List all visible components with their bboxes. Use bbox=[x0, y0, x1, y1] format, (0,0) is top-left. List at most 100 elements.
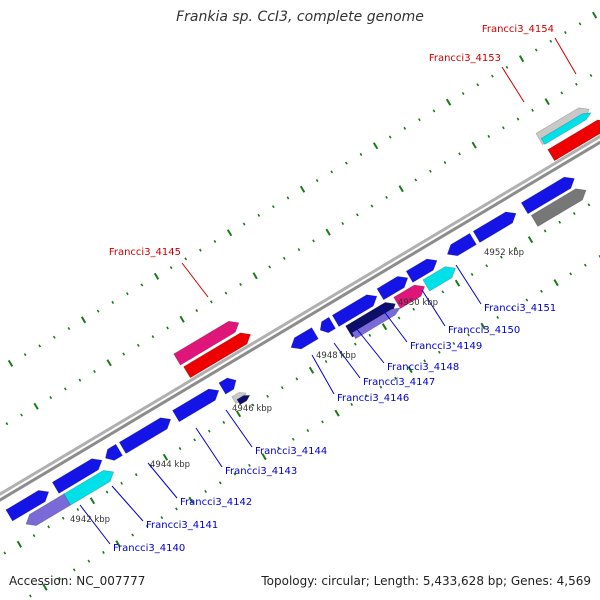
tick-mark bbox=[543, 229, 547, 233]
tick-mark bbox=[531, 108, 534, 112]
scale-label: 4948 kbp bbox=[316, 351, 356, 361]
tick-mark bbox=[61, 516, 65, 520]
tick-mark bbox=[505, 65, 509, 69]
tick-mark bbox=[72, 568, 76, 572]
tick-mark bbox=[452, 341, 456, 346]
gene-leader-line bbox=[79, 504, 111, 545]
scale-label: 4942 kbp bbox=[70, 515, 110, 525]
tick-mark bbox=[312, 239, 315, 243]
tick-mark bbox=[67, 326, 71, 331]
tick-mark bbox=[476, 83, 480, 87]
tick-mark bbox=[140, 283, 144, 287]
tick-mark bbox=[321, 420, 324, 424]
tick-mark bbox=[207, 429, 211, 433]
tick-mark bbox=[198, 248, 202, 252]
tick-mark bbox=[572, 211, 576, 216]
tick-mark bbox=[432, 109, 436, 113]
tick-mark bbox=[353, 342, 357, 346]
tick-mark bbox=[470, 272, 474, 276]
tick-mark bbox=[213, 239, 217, 244]
gene-feature bbox=[105, 443, 123, 461]
tick-mark bbox=[388, 135, 392, 139]
tick-mark bbox=[359, 152, 363, 156]
tick-mark bbox=[370, 204, 374, 208]
gene-label: Francci3_4146 bbox=[337, 393, 409, 404]
tick-mark bbox=[58, 577, 61, 581]
tick-mark bbox=[534, 48, 538, 52]
tick-mark bbox=[7, 359, 14, 367]
tick-mark bbox=[120, 481, 123, 485]
gene-feature bbox=[520, 176, 575, 215]
tick-mark bbox=[502, 126, 505, 130]
gene-feature bbox=[547, 119, 600, 162]
tick-mark bbox=[252, 272, 258, 280]
tick-mark bbox=[160, 516, 164, 520]
tick-mark bbox=[261, 453, 267, 461]
tick-mark bbox=[379, 385, 383, 389]
tick-mark bbox=[166, 326, 169, 330]
tick-marks bbox=[3, 11, 600, 598]
tick-mark bbox=[368, 333, 372, 337]
gene-leader-line bbox=[421, 289, 446, 327]
tick-mark bbox=[162, 453, 169, 461]
tick-mark bbox=[33, 402, 39, 410]
gene-feature bbox=[345, 302, 396, 338]
backbone-line bbox=[0, 134, 600, 496]
genome-summary: Topology: circular; Length: 5,433,628 bp… bbox=[261, 574, 591, 588]
tick-mark bbox=[93, 369, 96, 374]
tick-mark bbox=[222, 420, 226, 424]
tick-mark bbox=[96, 309, 100, 313]
tick-mark bbox=[412, 307, 416, 311]
gene-label: Francci3_4142 bbox=[180, 497, 252, 508]
tick-mark bbox=[89, 497, 96, 505]
gene-feature bbox=[319, 316, 336, 334]
tick-mark bbox=[218, 481, 222, 485]
tick-mark bbox=[461, 91, 465, 96]
gene-label: Francci3_4150 bbox=[448, 325, 520, 336]
tick-mark bbox=[136, 343, 140, 347]
tick-mark bbox=[257, 213, 261, 217]
tick-mark bbox=[209, 300, 213, 304]
tick-mark bbox=[518, 55, 525, 63]
gene-feature bbox=[405, 258, 438, 283]
gene-leader-line bbox=[311, 354, 335, 395]
tick-mark bbox=[414, 178, 418, 182]
tick-mark bbox=[407, 366, 413, 374]
tick-mark bbox=[251, 403, 255, 407]
tick-mark bbox=[87, 559, 91, 563]
tick-mark bbox=[235, 410, 242, 418]
tick-mark bbox=[153, 272, 160, 280]
gene-feature bbox=[331, 294, 378, 327]
tick-mark bbox=[587, 203, 591, 207]
gene-label: Francci3_4148 bbox=[387, 362, 459, 373]
tick-mark bbox=[315, 179, 319, 183]
tick-mark bbox=[291, 437, 295, 441]
tick-mark bbox=[80, 316, 87, 324]
tick-mark bbox=[178, 447, 182, 451]
gene-label: Francci3_4147 bbox=[363, 377, 435, 388]
gene-leader-line bbox=[355, 327, 385, 364]
tick-mark bbox=[558, 220, 562, 224]
tick-mark bbox=[42, 583, 48, 591]
tick-mark bbox=[248, 463, 251, 467]
tick-mark bbox=[583, 263, 587, 267]
tick-mark bbox=[525, 298, 529, 302]
tick-mark bbox=[491, 74, 494, 78]
tick-mark bbox=[514, 246, 518, 250]
tick-mark bbox=[169, 266, 173, 270]
tick-mark bbox=[510, 307, 514, 311]
gene-leader-line bbox=[333, 342, 361, 379]
gene-label: Francci3_4153 bbox=[429, 53, 501, 64]
tick-mark bbox=[385, 195, 388, 199]
gene-label: Francci3_4144 bbox=[255, 446, 327, 457]
gene-feature bbox=[5, 490, 50, 522]
tick-mark bbox=[122, 352, 126, 356]
tick-mark bbox=[345, 161, 348, 165]
tick-mark bbox=[569, 272, 573, 276]
tick-mark bbox=[76, 507, 80, 512]
tick-mark bbox=[394, 376, 397, 380]
tick-mark bbox=[131, 533, 134, 537]
gene-feature bbox=[218, 377, 237, 395]
tick-mark bbox=[105, 490, 109, 494]
tick-mark bbox=[397, 316, 401, 320]
